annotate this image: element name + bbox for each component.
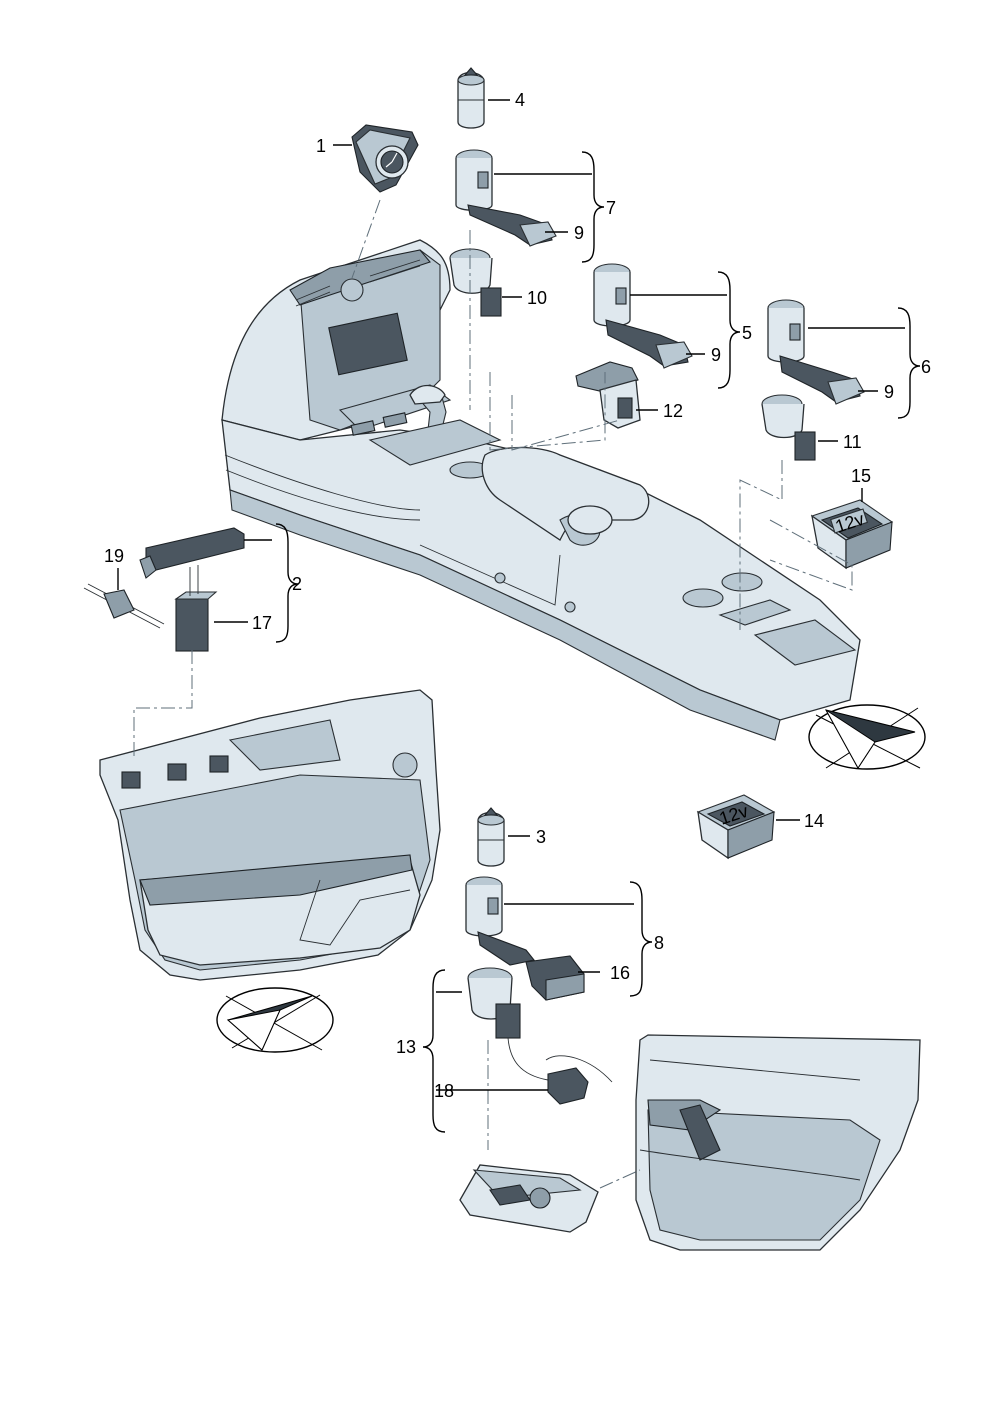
callout-2: 2 [292,574,302,594]
connector-18 [547,1067,589,1105]
callout-9: 9 [711,345,721,365]
clock-part [351,124,419,193]
callout-8: 8 [654,933,664,953]
callout-labels: 1 2 3 4 5 6 7 8 9 9 9 10 11 12 13 14 15 … [104,90,931,1101]
socket-6 [767,299,865,405]
console-insert [459,1164,599,1233]
callout-11: 11 [843,432,862,452]
callout-9: 9 [884,382,894,402]
socket-8 [465,876,535,966]
rear-door-panel [635,1034,921,1251]
callout-3: 3 [536,827,546,847]
outlet-14 [696,794,776,860]
callout-7: 7 [606,198,616,218]
outlet-15 [810,499,894,570]
callout-5: 5 [742,323,752,343]
callout-10: 10 [527,288,547,308]
leader-lines [117,99,921,1133]
front-door-panel [99,689,441,981]
switch-assembly-2 [139,527,245,652]
direction-arrow-icon [216,987,334,1053]
socket-11 [761,394,816,461]
callout-12: 12 [663,401,683,421]
callout-4: 4 [515,90,525,110]
socket-7 [455,149,557,247]
socket-5 [593,263,693,369]
socket-12 [575,361,641,429]
callout-18: 18 [434,1081,454,1101]
connector-16 [525,955,585,1001]
callout-15: 15 [851,466,871,486]
lighter-plug-3 [477,807,505,867]
callout-19: 19 [104,546,124,566]
socket-13 [467,967,613,1083]
socket-10 [449,248,502,317]
callout-14: 14 [804,811,824,831]
callout-17: 17 [252,613,272,633]
center-console-assembly [221,239,861,741]
callout-6: 6 [921,357,931,377]
assembly-reference-lines [133,199,853,1189]
cable-tie-19 [83,583,165,629]
lighter-plug-4 [457,67,485,129]
direction-arrow-icon [808,704,926,770]
callout-16: 16 [610,963,630,983]
callout-1: 1 [316,136,326,156]
callout-9: 9 [574,223,584,243]
callout-13: 13 [396,1037,416,1057]
